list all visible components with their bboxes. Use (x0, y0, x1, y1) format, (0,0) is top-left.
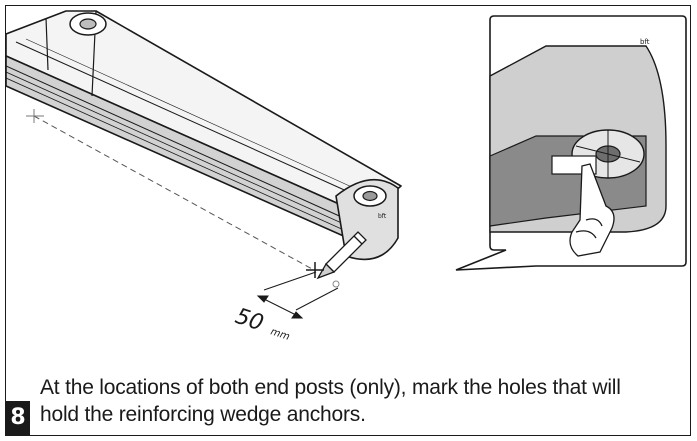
instruction-panel: bft 50 mm (5, 5, 691, 436)
inset-callout: bft (455, 15, 687, 271)
installation-illustration: bft 50 mm (6, 10, 687, 343)
step-instruction-text: At the locations of both end posts (only… (40, 374, 685, 428)
alignment-dashed-line (26, 109, 315, 271)
dimension-value: 50 (232, 304, 266, 336)
svg-text:bft: bft (640, 38, 650, 46)
operator-arm: bft (6, 10, 402, 261)
instruction-line-2: hold the reinforcing wedge anchors. (40, 403, 366, 426)
svg-text:bft: bft (378, 213, 387, 220)
mark-cross (306, 262, 340, 288)
step-number-badge: 8 (6, 401, 30, 435)
hand-pointing-icon (569, 163, 615, 257)
instruction-line-1: At the locations of both end posts (only… (40, 376, 621, 399)
dimension-unit: mm (269, 326, 291, 343)
pencil-icon (316, 231, 367, 280)
dimension-callout (256, 271, 339, 319)
